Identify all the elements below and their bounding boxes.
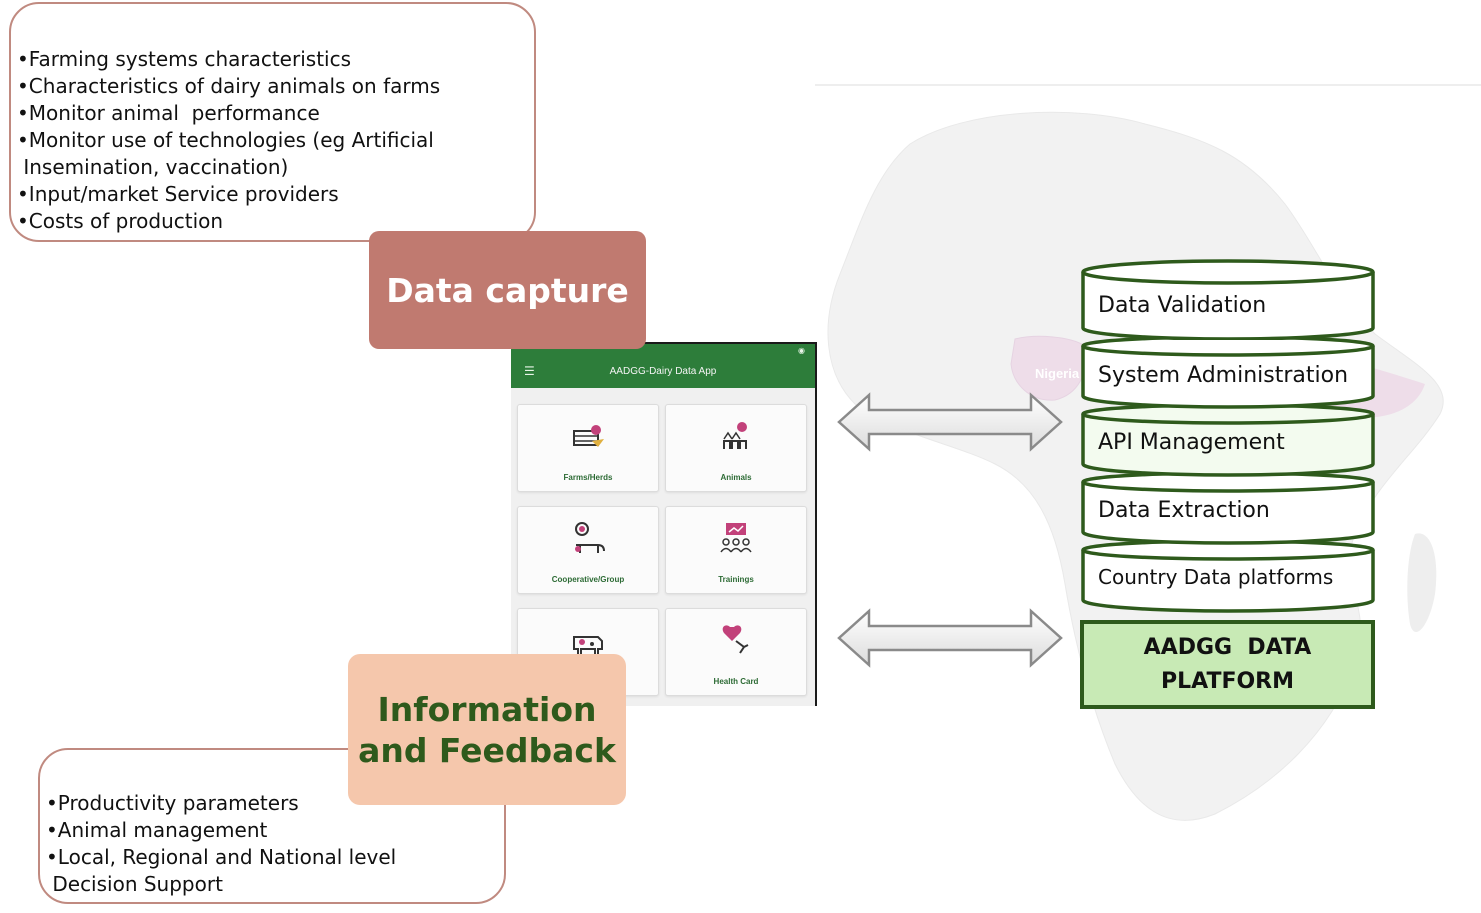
tile-cooperative-group[interactable]: Cooperative/Group <box>517 506 659 594</box>
app-header-bar: ☰ AADGG-Dairy Data App ◉ <box>511 344 815 388</box>
list-item: •Local, Regional and National level <box>46 845 397 869</box>
list-item: Decision Support <box>46 872 223 896</box>
map-country-label: Nigeria <box>1035 366 1080 381</box>
layer-api-management: API Management <box>1080 402 1376 478</box>
list-item: •Farming systems characteristics <box>17 47 352 71</box>
data-capture-items: •Farming systems characteristics •Charac… <box>17 46 534 235</box>
list-item: •Productivity parameters <box>46 791 299 815</box>
list-item: •Costs of production <box>17 209 224 233</box>
menu-icon[interactable]: ☰ <box>524 364 535 378</box>
app-title: AADGG-Dairy Data App <box>609 366 717 377</box>
feedback-items: •Productivity parameters •Animal managem… <box>46 790 504 898</box>
list-item: •Animal management <box>46 818 268 842</box>
double-arrow-upper <box>837 392 1063 452</box>
list-item: •Input/market Service providers <box>17 182 339 206</box>
tile-trainings[interactable]: Trainings <box>665 506 807 594</box>
aadgg-data-platform-box: AADGG DATA PLATFORM <box>1080 620 1375 709</box>
dairy-app-screenshot: ☰ AADGG-Dairy Data App ◉ Farms/Herds Ani… <box>511 342 817 706</box>
layer-label: Data Extraction <box>1098 498 1270 523</box>
cooperative-icon <box>575 522 605 553</box>
data-capture-label: Data capture <box>369 231 646 349</box>
list-item: •Monitor use of technologies (eg Artific… <box>17 128 434 152</box>
tile-label: Animals <box>720 473 752 482</box>
layer-label: API Management <box>1098 430 1285 455</box>
training-icon <box>720 523 752 553</box>
list-item: •Monitor animal performance <box>17 101 320 125</box>
layer-label: Country Data platforms <box>1098 565 1334 589</box>
cow-icon <box>573 636 603 656</box>
tile-health-card[interactable]: Health Card <box>665 608 807 696</box>
tile-label: Farms/Herds <box>563 473 613 482</box>
information-feedback-label: Information and Feedback <box>348 654 626 805</box>
status-icon: ◉ <box>798 346 805 355</box>
tile-animals[interactable]: Animals <box>665 404 807 492</box>
cylinder-shape <box>1081 259 1375 341</box>
tile-label: Health Card <box>713 677 759 686</box>
double-arrow-lower <box>837 608 1063 668</box>
tile-label: Trainings <box>718 575 754 584</box>
layer-label: Data Validation <box>1098 293 1267 318</box>
cylinder-shape <box>1081 335 1375 409</box>
layer-data-validation: Data Validation <box>1080 258 1376 341</box>
tile-farms-herds[interactable]: Farms/Herds <box>517 404 659 492</box>
list-item: Insemination, vaccination) <box>17 155 289 179</box>
data-capture-list-box: •Farming systems characteristics •Charac… <box>9 2 536 242</box>
layer-country-data-platforms: Country Data platforms <box>1080 538 1376 614</box>
animals-icon <box>723 422 747 449</box>
layer-label: System Administration <box>1098 363 1349 388</box>
health-card-icon <box>722 625 749 654</box>
list-item: •Characteristics of dairy animals on far… <box>17 74 441 98</box>
farm-icon <box>573 425 604 447</box>
layer-system-administration: System Administration <box>1080 334 1376 410</box>
tile-label: Cooperative/Group <box>551 575 625 584</box>
cylinder-shape <box>1081 539 1375 613</box>
layer-data-extraction: Data Extraction <box>1080 470 1376 546</box>
cylinder-shape <box>1081 471 1375 545</box>
